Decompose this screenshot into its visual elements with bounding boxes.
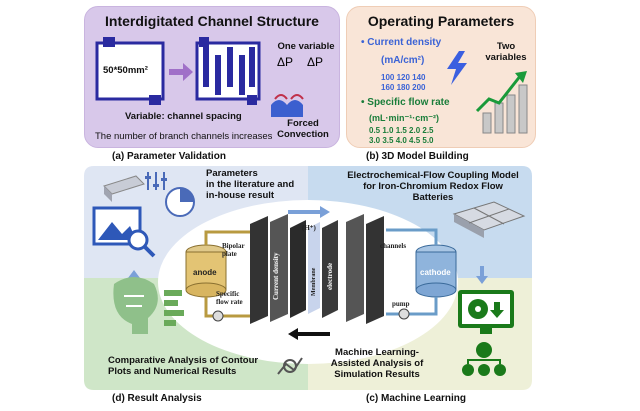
delta-p-right: ΔP	[307, 55, 324, 69]
download-monitor-icon	[458, 290, 514, 334]
two-variables-label: Two variables	[485, 41, 527, 63]
electrode-right	[322, 220, 338, 318]
bipolar-plate-right	[366, 216, 384, 324]
current-density-label: • Current density	[361, 37, 442, 48]
params-text: Parameters in the literature and in-hous…	[206, 168, 295, 201]
anode-tank	[185, 244, 227, 298]
channel-box-left	[95, 41, 165, 101]
panel-b-title: Operating Parameters	[367, 13, 515, 29]
anode-label: anode	[193, 268, 217, 277]
bipolar-plate-label: Bipolar plate	[222, 242, 245, 258]
pump-label: pump	[392, 300, 410, 308]
forced-convection-label: Forced Convection	[277, 118, 329, 140]
svg-text:pump: pump	[280, 344, 299, 351]
panel-model-building: Operating Parameters • Current density (…	[346, 6, 536, 148]
panel-a-title: Interdigitated Channel Structure	[105, 13, 319, 29]
lightning-icon	[447, 51, 467, 85]
arrow-left-icon	[288, 328, 330, 340]
workflow-diagram: pump	[84, 166, 532, 390]
delta-p-left: ΔP	[277, 55, 294, 69]
flow-values-1: 0.5 1.0 1.5 2.0 2.5	[369, 126, 434, 135]
specific-flow-rate-label: Specific flow rate	[216, 290, 243, 306]
sliders-icon	[145, 172, 167, 190]
membrane-label: Membrane	[311, 267, 317, 296]
box-size-label: 50*50mm²	[103, 65, 148, 76]
bar-chart-up-icon	[475, 71, 528, 134]
panel-parameter-validation: Interdigitated Channel Structure 50*50mm…	[84, 6, 340, 148]
caption-a: (a) Parameter Validation	[112, 151, 226, 162]
interdigitated-channel-graphic	[95, 37, 304, 117]
inlet-left	[103, 37, 115, 47]
current-values-1: 100 120 140	[381, 73, 426, 82]
current-values-2: 160 180 200	[381, 83, 426, 92]
pie-chart-icon	[165, 187, 195, 217]
image-search-icon	[92, 206, 156, 258]
membrane	[308, 222, 320, 314]
caption-c: (c) Machine Learning	[366, 393, 467, 404]
coupling-model-text: Electrochemical-Flow Coupling Model for …	[347, 170, 519, 203]
current-unit: (mA/cm²)	[381, 55, 425, 66]
arrow-down-icon	[476, 266, 488, 284]
cell-stack	[250, 214, 384, 324]
cathode-label: cathode	[420, 268, 451, 277]
bipolar-plate-left	[250, 216, 268, 324]
h-plus-label: (H⁺)	[302, 224, 316, 232]
brain-icon	[113, 277, 158, 334]
cathode-tank	[415, 244, 457, 298]
flow-rate-label: • Specific flow rate	[361, 97, 450, 108]
grid-module-icon	[103, 175, 145, 202]
arrow-right-icon	[288, 206, 330, 218]
chart-list-icon	[164, 290, 184, 326]
branch-note: The number of branch channels increases	[95, 131, 273, 142]
one-variable-label: One variable	[277, 41, 335, 52]
outlet-left	[149, 95, 161, 105]
analytics-icon	[277, 357, 303, 375]
forced-convection-icon	[271, 100, 303, 117]
caption-b: (b) 3D Model Building	[366, 151, 469, 162]
channels-label: channels	[380, 242, 407, 250]
grid-module-icon	[452, 201, 526, 238]
network-users-icon	[462, 342, 506, 376]
flow-values-2: 3.0 3.5 4.0 4.5 5.0	[369, 136, 434, 145]
cathode-pump-icon	[398, 308, 410, 320]
electrode-label: electrode	[326, 262, 334, 290]
comparative-text: Comparative Analysis of Contour Plots an…	[108, 355, 259, 377]
electrode-left	[290, 220, 306, 318]
flow-unit: (mL·min⁻¹·cm⁻²)	[369, 113, 439, 123]
anode-pump-icon	[212, 310, 224, 322]
caption-d: (d) Result Analysis	[112, 393, 202, 404]
variable-label: Variable: channel spacing	[125, 111, 242, 122]
current-density-vertical: Current density	[272, 252, 280, 300]
arrow-right-icon	[169, 63, 193, 81]
ml-assisted-text: Machine Learning- Assisted Analysis of S…	[330, 347, 424, 380]
